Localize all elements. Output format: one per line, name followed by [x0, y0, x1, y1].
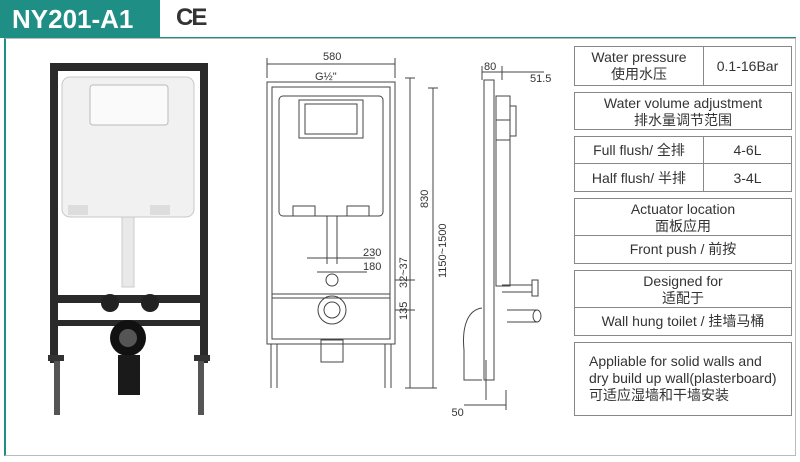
note-line-2: dry build up wall(plasterboard) [589, 370, 777, 386]
designed-header: Designed for 适配于 [574, 270, 792, 308]
water-pressure-value: 0.1-16Bar [704, 46, 792, 86]
dim-830-label: 830 [419, 190, 431, 208]
water-volume-header: Water volume adjustment 排水量调节范围 [574, 92, 792, 130]
water-pressure-label-en: Water pressure [591, 49, 687, 65]
water-volume-title-cn: 排水量调节范围 [634, 112, 732, 128]
dim-1150-1500-label: 1150~1500 [437, 223, 449, 278]
actuator-title-en: Actuator location [630, 201, 736, 217]
half-flush-row: Half flush/ 半排 3-4L [574, 164, 792, 192]
side-51-5-label: 51.5 [530, 73, 551, 85]
water-volume-title-en: Water volume adjustment [603, 95, 763, 111]
full-flush-label: Full flush/ 全排 [574, 136, 704, 164]
water-pressure-label: Water pressure 使用水压 [574, 46, 704, 86]
note-line-3: 可适应湿墙和干墙安装 [589, 387, 729, 403]
ce-mark-icon: CE [176, 4, 207, 31]
water-pressure-row: Water pressure 使用水压 0.1-16Bar [574, 46, 792, 86]
header-rule [160, 37, 796, 38]
content-frame [4, 38, 796, 456]
actuator-value: Front push / 前按 [574, 236, 792, 264]
designed-title-cn: 适配于 [662, 290, 704, 306]
model-title: NY201-A1 [0, 0, 160, 38]
installation-note: Appliable for solid walls and dry build … [574, 342, 792, 416]
product-photo [48, 63, 210, 415]
front-view-drawing: 580 G½" 230 180 32~37 135 830 1150~1500 [266, 51, 449, 389]
dim-580-label: 580 [323, 51, 341, 63]
side-135-150-label: 135/150 [452, 407, 464, 419]
full-flush-value: 4-6L [704, 136, 792, 164]
dim-180-label: 180 [363, 261, 381, 273]
designed-title-en: Designed for [643, 273, 723, 289]
designed-value: Wall hung toilet / 挂墙马桶 [574, 308, 792, 336]
side-view-drawing: 80 51.5 135/150 [452, 61, 551, 419]
half-flush-value: 3-4L [704, 164, 792, 192]
actuator-title-cn: 面板应用 [655, 218, 711, 234]
dim-thread-label: G½" [315, 71, 337, 83]
dim-32-37-label: 32~37 [398, 257, 410, 288]
full-flush-row: Full flush/ 全排 4-6L [574, 136, 792, 164]
actuator-header: Actuator location 面板应用 [574, 198, 792, 236]
dim-135-label: 135 [398, 302, 410, 320]
half-flush-label: Half flush/ 半排 [574, 164, 704, 192]
note-line-1: Appliable for solid walls and [589, 353, 762, 369]
water-pressure-label-cn: 使用水压 [611, 66, 667, 82]
spec-table: Water pressure 使用水压 0.1-16Bar Water volu… [574, 46, 792, 416]
side-80-label: 80 [484, 61, 496, 73]
dim-230-label: 230 [363, 247, 381, 259]
